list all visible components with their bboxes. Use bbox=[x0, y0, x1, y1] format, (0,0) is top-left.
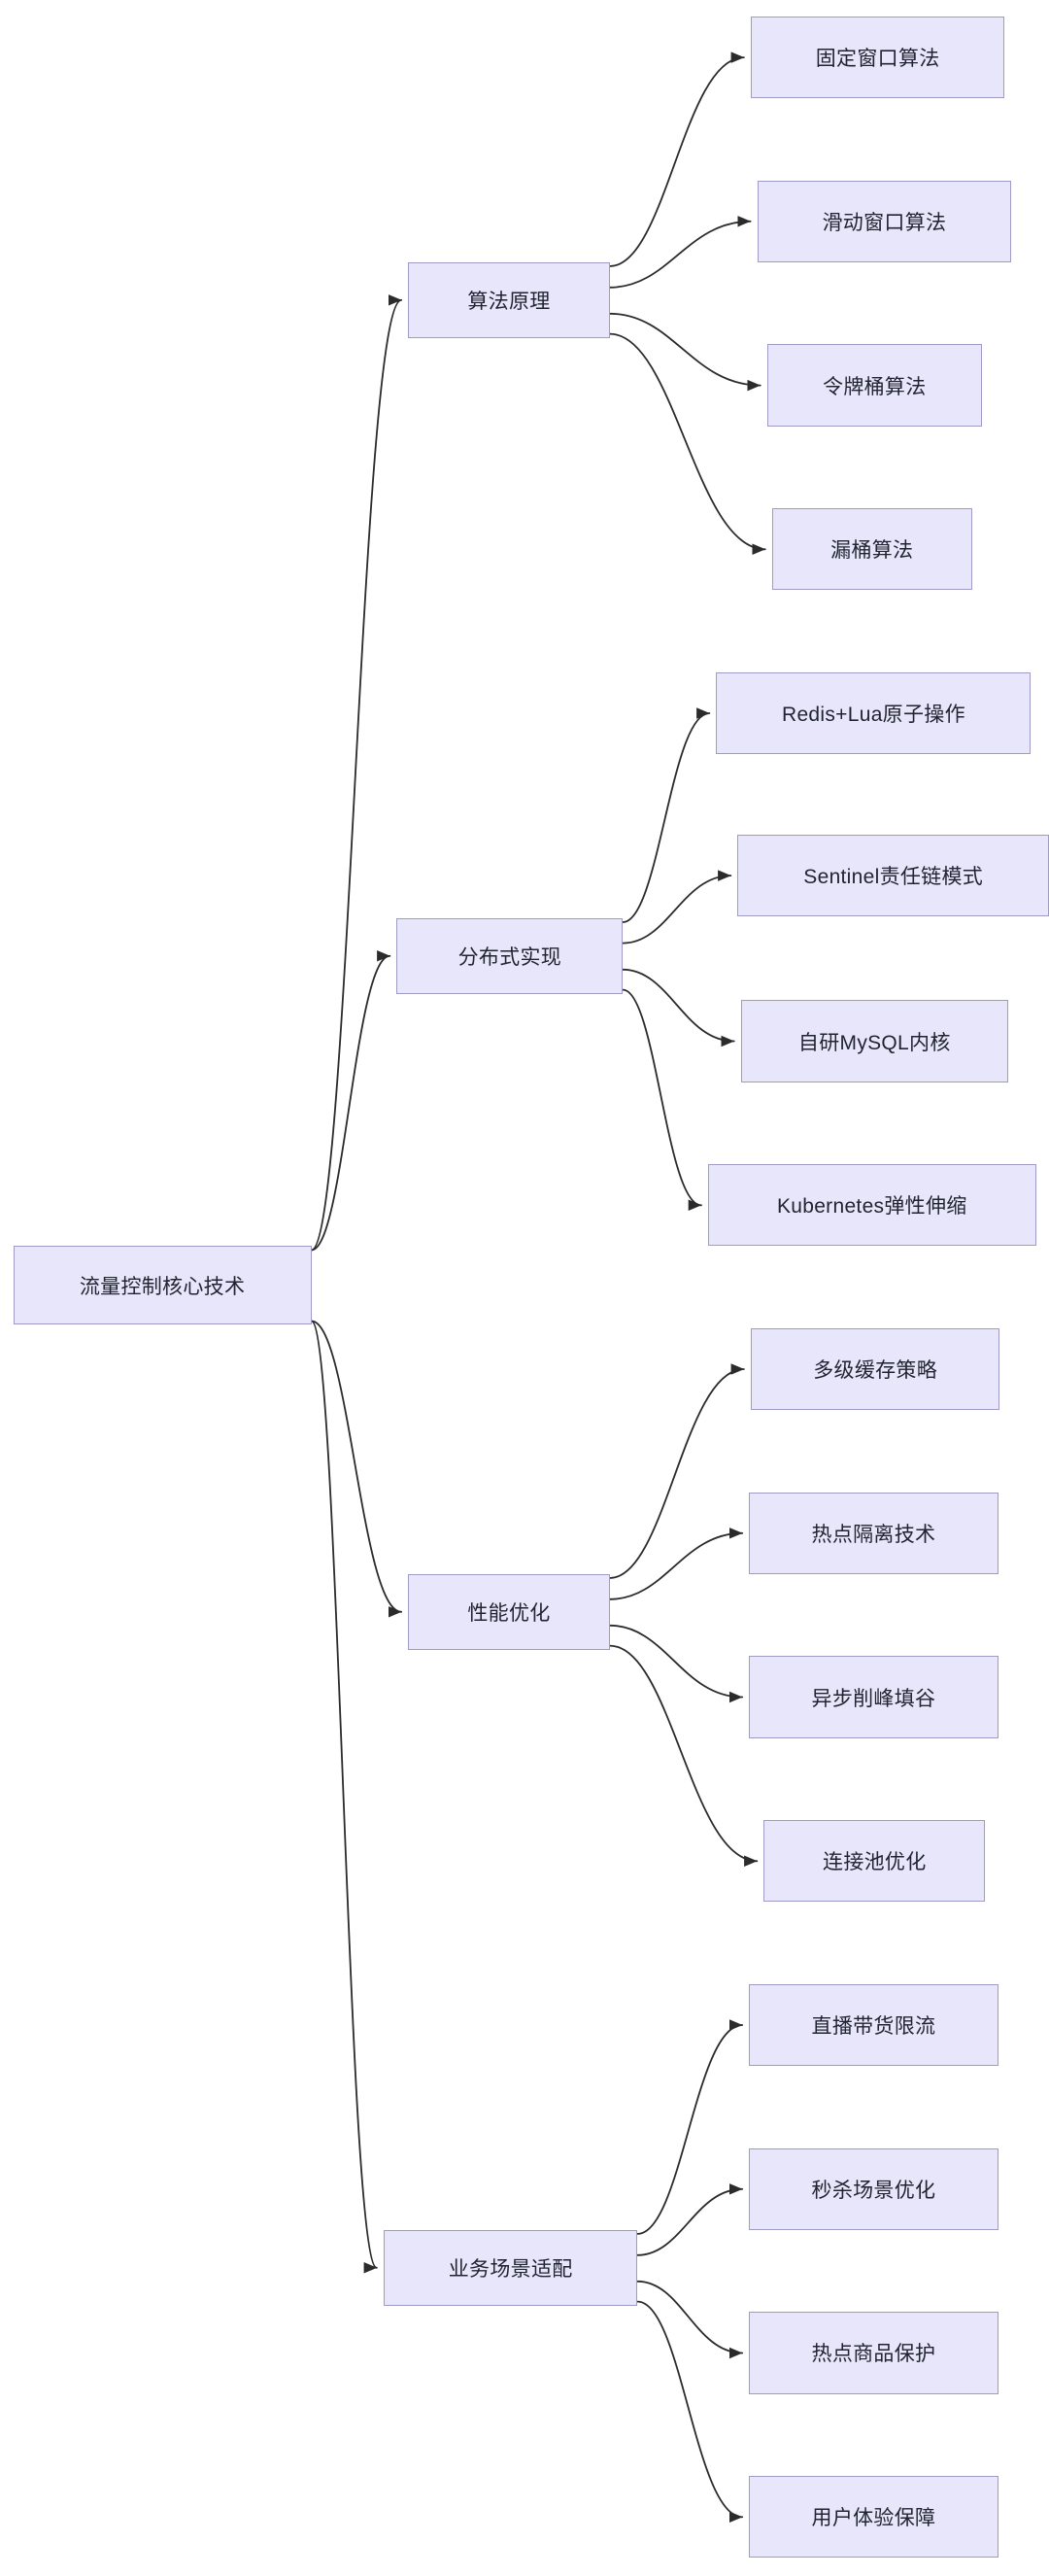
leaf-node-1-3[interactable]: Kubernetes弹性伸缩 bbox=[708, 1164, 1036, 1247]
edge-root-branch-2 bbox=[310, 1320, 403, 1618]
branch-node-1[interactable]: 分布式实现 bbox=[396, 917, 624, 994]
edge-root-branch-3 bbox=[310, 1320, 378, 2274]
leaf-node-3-3[interactable]: 用户体验保障 bbox=[749, 2476, 998, 2559]
edge-branch2-leaf2 bbox=[608, 1624, 744, 1703]
leaf-node-0-1[interactable]: 滑动窗口算法 bbox=[757, 180, 1012, 262]
leaf-node-2-3[interactable]: 连接池优化 bbox=[763, 1820, 986, 1903]
edge-branch1-leaf1 bbox=[622, 870, 732, 945]
edge-branch3-leaf1 bbox=[636, 2183, 744, 2256]
leaf-node-2-0[interactable]: 多级缓存策略 bbox=[750, 1327, 1000, 1411]
edge-branch2-leaf0 bbox=[608, 1363, 745, 1579]
leaf-node-3-1[interactable]: 秒杀场景优化 bbox=[749, 2147, 998, 2230]
edge-branch0-leaf3 bbox=[608, 332, 766, 556]
edge-branch3-leaf0 bbox=[636, 2019, 744, 2235]
root-node[interactable]: 流量控制核心技术 bbox=[13, 1246, 312, 1325]
leaf-node-3-0[interactable]: 直播带货限流 bbox=[749, 1983, 998, 2067]
edge-branch1-leaf3 bbox=[622, 988, 702, 1211]
edge-branch2-leaf1 bbox=[608, 1528, 744, 1600]
edge-branch3-leaf2 bbox=[636, 2280, 744, 2359]
leaf-node-1-2[interactable]: 自研MySQL内核 bbox=[740, 1000, 1008, 1082]
edge-branch0-leaf1 bbox=[608, 216, 752, 289]
branch-node-3[interactable]: 业务场景适配 bbox=[383, 2229, 638, 2306]
branch-node-0[interactable]: 算法原理 bbox=[408, 261, 610, 338]
edge-branch3-leaf3 bbox=[636, 2300, 744, 2523]
leaf-node-2-1[interactable]: 热点隔离技术 bbox=[749, 1492, 998, 1574]
leaf-node-0-0[interactable]: 固定窗口算法 bbox=[750, 16, 1005, 99]
edge-branch1-leaf0 bbox=[622, 707, 711, 923]
edge-branch2-leaf3 bbox=[608, 1644, 759, 1868]
edge-branch0-leaf0 bbox=[608, 52, 745, 267]
edge-branch1-leaf2 bbox=[622, 968, 735, 1048]
leaf-node-3-2[interactable]: 热点商品保护 bbox=[749, 2312, 998, 2394]
edge-root-branch-1 bbox=[310, 950, 391, 1252]
edge-branch0-leaf2 bbox=[608, 312, 761, 392]
leaf-node-1-0[interactable]: Redis+Lua原子操作 bbox=[716, 671, 1032, 755]
edge-root-branch-0 bbox=[310, 294, 403, 1252]
leaf-node-2-2[interactable]: 异步削峰填谷 bbox=[749, 1656, 998, 1738]
branch-node-2[interactable]: 性能优化 bbox=[408, 1573, 610, 1650]
leaf-node-0-3[interactable]: 漏桶算法 bbox=[771, 508, 972, 591]
leaf-node-1-1[interactable]: Sentinel责任链模式 bbox=[737, 834, 1049, 917]
leaf-node-0-2[interactable]: 令牌桶算法 bbox=[766, 344, 982, 427]
